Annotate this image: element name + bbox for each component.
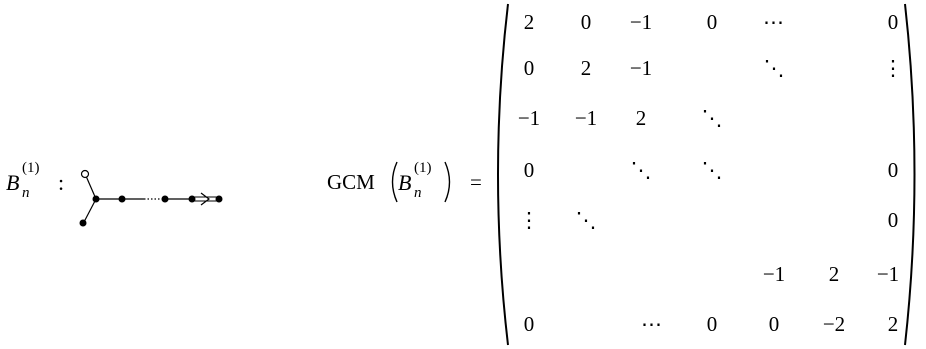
matrix-cell: −1 xyxy=(876,262,900,286)
matrix-cell: −1 xyxy=(629,10,653,34)
matrix-cell: ⋱ xyxy=(763,56,785,80)
matrix-cell: 0 xyxy=(706,10,718,34)
matrix-cell: ⋯ xyxy=(641,312,663,336)
gcm-label-superscript: (1) xyxy=(414,160,432,176)
matrix-cell: 2 xyxy=(580,56,592,80)
dynkin-diagram xyxy=(79,169,223,227)
matrix-cell: 2 xyxy=(887,312,899,336)
matrix-left-paren xyxy=(497,3,509,346)
dynkin-edge-upper xyxy=(85,175,97,200)
matrix-cell: −1 xyxy=(629,56,653,80)
matrix-cell: 0 xyxy=(523,56,535,80)
matrix-cell: 2 xyxy=(523,10,535,34)
dynkin-node-affine xyxy=(80,169,90,179)
gcm-label-base: B xyxy=(398,170,412,195)
matrix-cell: ⋱ xyxy=(630,158,652,182)
dynkin-node-1 xyxy=(79,219,87,227)
gcm-function-name: GCM xyxy=(327,170,375,194)
matrix-cell: 0 xyxy=(887,158,899,182)
left-label-superscript: (1) xyxy=(22,160,40,176)
dynkin-node-3 xyxy=(118,195,126,203)
dynkin-node-5 xyxy=(188,195,196,203)
matrix-cell: 0 xyxy=(768,312,780,336)
matrix-cell: 0 xyxy=(580,10,592,34)
matrix-cell: −1 xyxy=(574,106,598,130)
matrix-cell: −1 xyxy=(762,262,786,286)
matrix-cell: −2 xyxy=(822,312,846,336)
gcm-left-paren xyxy=(391,161,398,203)
dynkin-node-6 xyxy=(215,195,223,203)
gcm-right-paren xyxy=(444,161,451,203)
matrix-cell: ⋱ xyxy=(701,158,723,182)
matrix-cell: ⋮ xyxy=(518,208,540,232)
matrix-cell: 0 xyxy=(523,312,535,336)
dynkin-edge-lower xyxy=(83,198,97,223)
matrix-cell: 0 xyxy=(887,10,899,34)
dynkin-arrow-icon xyxy=(200,192,210,206)
gcm-label-subscript: n xyxy=(414,185,422,201)
matrix-cell: 0 xyxy=(887,208,899,232)
matrix-right-paren xyxy=(904,3,916,346)
matrix-cell: −1 xyxy=(517,106,541,130)
left-label-subscript: n xyxy=(22,185,30,201)
dynkin-node-2 xyxy=(92,195,100,203)
matrix-cell: 0 xyxy=(706,312,718,336)
dynkin-node-4 xyxy=(161,195,169,203)
matrix-cell: 0 xyxy=(523,158,535,182)
matrix-cell: ⋱ xyxy=(701,106,723,130)
matrix-cell: 2 xyxy=(635,106,647,130)
matrix-cell: ⋮ xyxy=(882,56,904,80)
left-label-colon: : xyxy=(58,170,65,195)
matrix-cell: ⋱ xyxy=(575,208,597,232)
matrix-cell: 2 xyxy=(828,262,840,286)
left-label-base: B xyxy=(6,170,20,195)
gcm-equals: = xyxy=(470,170,482,194)
matrix-cell: ⋯ xyxy=(763,10,785,34)
